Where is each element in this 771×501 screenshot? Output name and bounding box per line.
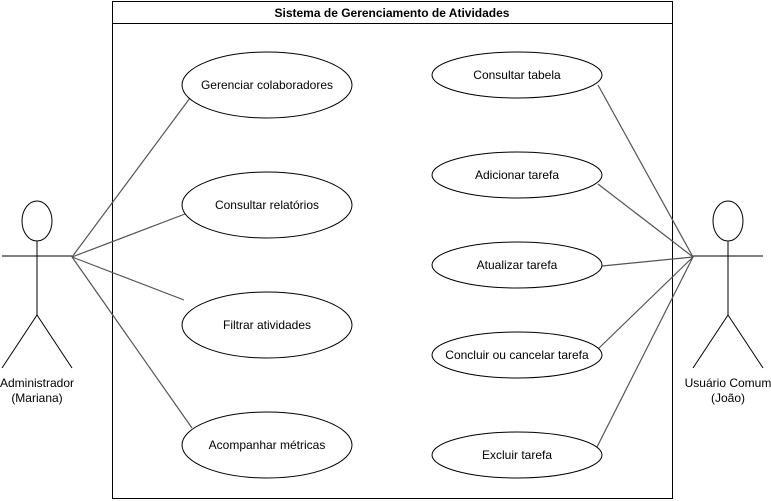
actor-right-leg <box>36 314 73 369</box>
actor-left-leg <box>692 314 729 369</box>
use-case-label: Concluir ou cancelar tarefa <box>445 348 589 362</box>
use-case-consultar-relatorios[interactable]: Consultar relatórios <box>181 171 353 239</box>
use-case-label: Adicionar tarefa <box>475 168 559 182</box>
assoc-user-atualizar <box>601 256 694 267</box>
use-case-gerenciar-colaboradores[interactable]: Gerenciar colaboradores <box>181 51 353 119</box>
assoc-admin-acompanhar <box>71 256 193 429</box>
actor-label: Administrador <box>0 376 74 390</box>
actor-head <box>712 200 744 242</box>
assoc-admin-filtrar <box>71 256 185 301</box>
use-case-ellipse <box>431 431 603 479</box>
assoc-user-concluir <box>596 256 694 351</box>
use-case-ellipse <box>181 291 353 359</box>
use-case-label: Filtrar atividades <box>223 318 311 332</box>
use-case-ellipse <box>431 151 603 199</box>
actor-label-sub: (João) <box>711 391 745 405</box>
use-case-label: Consultar tabela <box>473 68 561 82</box>
use-case-ellipse <box>431 241 603 289</box>
actor-label-sub: (Mariana) <box>11 391 62 405</box>
use-case-label: Gerenciar colaboradores <box>201 78 333 92</box>
assoc-admin-gerenciar <box>71 97 191 258</box>
actor-head <box>21 200 53 242</box>
admin-associations <box>71 97 193 429</box>
use-case-label: Acompanhar métricas <box>209 438 326 452</box>
use-case-acompanhar-metricas[interactable]: Acompanhar métricas <box>181 411 353 479</box>
actor-label: Usuário Comum <box>685 376 771 390</box>
use-case-excluir-tarefa[interactable]: Excluir tarefa <box>431 431 603 479</box>
use-case-label: Excluir tarefa <box>482 448 552 462</box>
use-case-consultar-tabela[interactable]: Consultar tabela <box>431 51 603 99</box>
actor-right-leg <box>727 314 764 369</box>
use-case-label: Atualizar tarefa <box>477 258 558 272</box>
use-case-ellipse <box>181 171 353 239</box>
assoc-user-excluir <box>596 256 694 448</box>
use-case-label: Consultar relatórios <box>215 198 319 212</box>
use-case-filtrar-atividades[interactable]: Filtrar atividades <box>181 291 353 359</box>
assoc-user-adicionar <box>597 183 694 258</box>
actor-left-leg <box>1 314 38 369</box>
actor-administrador[interactable]: Administrador (Mariana) <box>0 200 74 405</box>
assoc-admin-consultar-relatorios <box>71 213 186 258</box>
system-title: Sistema de Gerenciamento de Atividades <box>275 6 510 20</box>
user-associations <box>596 84 694 448</box>
use-case-atualizar-tarefa[interactable]: Atualizar tarefa <box>431 241 603 289</box>
stick-figure-icon <box>1 200 73 369</box>
stick-figure-icon <box>692 200 764 369</box>
use-case-ellipse <box>181 411 353 479</box>
assoc-user-consultar-tabela <box>597 84 694 258</box>
use-case-ellipse <box>431 331 603 379</box>
use-case-adicionar-tarefa[interactable]: Adicionar tarefa <box>431 151 603 199</box>
use-case-ellipse <box>431 51 603 99</box>
actor-usuario-comum[interactable]: Usuário Comum (João) <box>685 200 771 405</box>
use-case-concluir-cancelar-tarefa[interactable]: Concluir ou cancelar tarefa <box>431 331 603 379</box>
use-case-ellipse <box>181 51 353 119</box>
